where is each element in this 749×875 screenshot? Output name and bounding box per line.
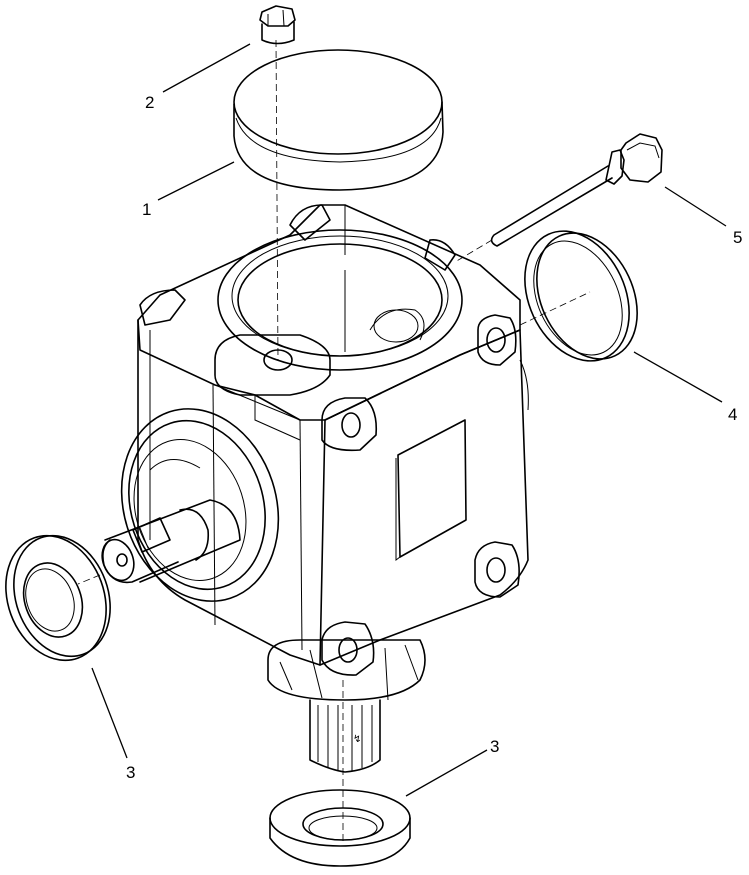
- gearbox-housing: [137, 204, 529, 676]
- part-4-o-ring: [519, 230, 638, 362]
- leader-3-left: [91, 667, 128, 759]
- leader-3-bottom: [405, 749, 488, 797]
- leader-5: [664, 186, 727, 227]
- callout-3-left: 3: [126, 763, 135, 782]
- callout-2: 2: [145, 93, 154, 112]
- leader-4: [633, 351, 723, 403]
- part-2-plug-bolt: [259, 5, 296, 45]
- center-line-vertical: [275, 39, 279, 361]
- leader-1: [157, 161, 235, 201]
- part-3-oil-seal-bottom: [269, 789, 411, 867]
- input-shaft: [77, 408, 280, 602]
- callout-1: 1: [142, 200, 151, 219]
- part-3-oil-seal-left: [5, 534, 111, 662]
- svg-text:↯: ↯: [353, 734, 361, 745]
- output-shaft: ↯: [267, 639, 426, 773]
- callout-4: 4: [728, 405, 737, 424]
- part-5-dipstick: [454, 133, 663, 263]
- leader-2: [162, 43, 251, 93]
- callout-3-bottom: 3: [490, 737, 499, 756]
- part-1-cover-disc: [233, 49, 444, 191]
- callout-5: 5: [733, 228, 742, 247]
